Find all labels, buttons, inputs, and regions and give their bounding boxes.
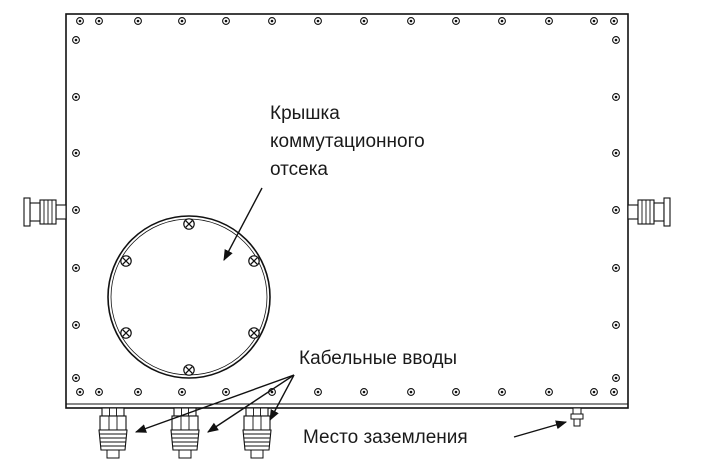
grounding-arrow xyxy=(513,420,568,438)
compartment-cover xyxy=(107,215,271,379)
cable-gland-icon xyxy=(170,407,200,459)
grounding-terminal-icon xyxy=(570,407,584,427)
cover-leader-arrow xyxy=(223,187,263,261)
cable-entry-arrow xyxy=(269,374,295,421)
grounding-label: Место заземления xyxy=(303,427,468,448)
cable-entries-label: Кабельные вводы xyxy=(299,348,457,369)
cover-label-line1: Крышка xyxy=(270,103,340,124)
cover-label-line3: отсека xyxy=(270,159,328,180)
cable-gland-icon xyxy=(242,407,272,459)
cable-entry-arrow xyxy=(134,374,295,433)
connector-icon xyxy=(627,197,671,227)
connector-icon xyxy=(23,197,67,227)
cover-label-line2: коммутационного xyxy=(270,131,425,152)
cable-gland-icon xyxy=(98,407,128,459)
cable-entry-arrow xyxy=(207,374,295,433)
